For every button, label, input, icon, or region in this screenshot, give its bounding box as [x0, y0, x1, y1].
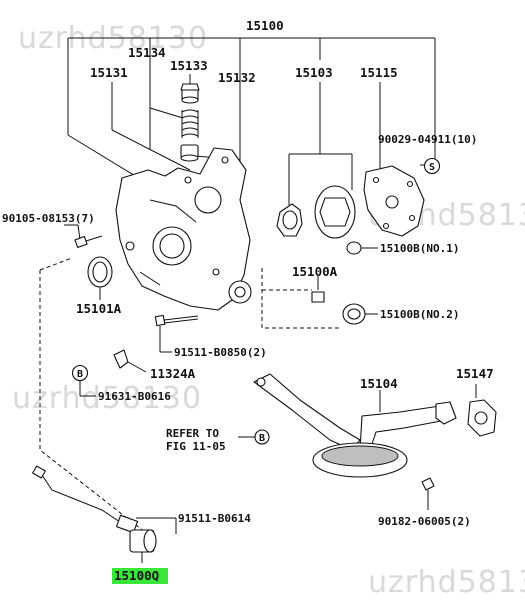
label-15132: 15132 — [218, 70, 256, 85]
label-15134: 15134 — [128, 45, 166, 60]
clip-11324a — [113, 349, 147, 373]
label-91631-b0616: 91631-B0616 — [98, 390, 171, 403]
label-15100a: 15100A — [292, 264, 338, 279]
label-91511-b0850: 91511-B0850(2) — [174, 346, 267, 359]
oring-15100b-no2 — [342, 303, 378, 325]
label-15133: 15133 — [170, 58, 208, 73]
label-15103: 15103 — [295, 65, 333, 80]
label-15100b-no1: 15100B(NO.1) — [380, 242, 459, 255]
label-90182-06005: 90182-06005(2) — [378, 515, 471, 528]
label-90029-04911: 90029-04911(10) — [378, 133, 477, 146]
pump-cover-15115 — [363, 82, 425, 237]
s-symbol-marker: S — [420, 157, 441, 175]
pump-gears-15103 — [276, 82, 356, 239]
label-15100b-no2: 15100B(NO.2) — [380, 308, 459, 321]
s-symbol-text: S — [429, 162, 435, 173]
gasket-15147 — [435, 384, 497, 437]
refer-marker: B — [238, 429, 270, 445]
b-marker-ref-text: B — [259, 433, 265, 444]
oring-15100b-no1 — [346, 241, 378, 255]
oil-pump-body — [115, 147, 252, 311]
label-15104: 15104 — [360, 376, 398, 391]
label-15131: 15131 — [90, 65, 128, 80]
label-fig-11-05: FIG 11-05 — [166, 440, 226, 453]
label-refer-to: REFER TO — [166, 427, 219, 440]
oil-strainer-15104 — [253, 373, 447, 478]
plug-15100a — [311, 276, 325, 303]
watermark-bottom: uzrhd58130 — [368, 565, 525, 600]
label-15100: 15100 — [246, 18, 284, 33]
label-91511-b0614: 91511-B0614 — [178, 512, 251, 525]
relief-valve-plug — [180, 83, 200, 104]
watermark-middle: uzrhd58130 — [12, 381, 202, 416]
b-marker-left-text: B — [77, 369, 83, 380]
label-11324a: 11324A — [150, 366, 196, 381]
nut-90182 — [421, 477, 435, 510]
bolt-91511-b0850 — [154, 314, 199, 353]
label-90105-08153: 90105-08153(7) — [2, 212, 95, 225]
relief-valve-spring — [181, 109, 199, 138]
label-15115: 15115 — [360, 65, 398, 80]
label-15101a: 15101A — [76, 301, 122, 316]
label-15100q: 15100Q — [114, 568, 159, 583]
oil-pressure-sensor-15100q — [32, 465, 177, 563]
oil-seal-15101a — [87, 256, 113, 300]
relief-valve-piston — [180, 144, 199, 162]
label-highlight-15100q — [112, 568, 168, 584]
label-15147: 15147 — [456, 366, 494, 381]
bolt-90105 — [64, 224, 103, 249]
dashed-assembly-lines — [39, 257, 340, 541]
b-marker-left: B — [71, 364, 96, 397]
